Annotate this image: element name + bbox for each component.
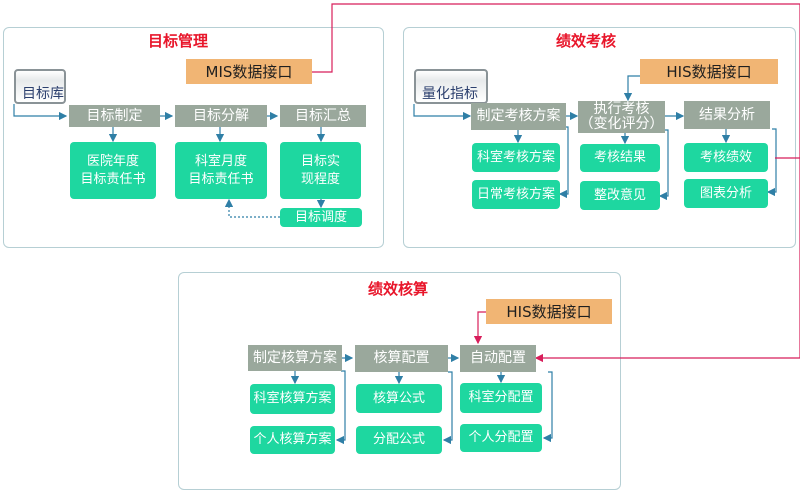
result-analysis-step: 结果分析 [684, 101, 770, 129]
performance-appraisal-title: 绩效考核 [556, 32, 617, 50]
allocation-formula: 分配公式 [356, 426, 442, 454]
arrow-db-to-plan [413, 104, 472, 121]
personal-allocation-config: 个人分配置 [460, 424, 542, 452]
link-hub-to-auto-config [534, 158, 800, 363]
arrow-config-to-allocation [442, 371, 453, 445]
department-allocation-config: 科室分配置 [460, 383, 542, 413]
appraisal-result: 考核结果 [580, 144, 660, 172]
execute-appraisal-step: 执行考核 （变化评分） [578, 101, 665, 133]
target-management-title: 目标管理 [148, 32, 209, 50]
make-accounting-plan-step: 制定核算方案 [248, 345, 342, 371]
accounting-config-step: 核算配置 [355, 345, 448, 372]
goal-summary-step: 目标汇总 [280, 105, 366, 127]
link-mis-to-hub [312, 3, 800, 159]
goal-decomposition-step: 目标分解 [175, 105, 267, 127]
hospital-annual-responsibility-book: 医院年度 目标责任书 [70, 142, 156, 199]
his-interface-box-appraisal: HIS数据接口 [640, 59, 778, 84]
arrow-db-to-goal-setting [13, 104, 68, 121]
arrow-auto-to-personal [542, 371, 553, 443]
his-interface-box-accounting: HIS数据接口 [486, 299, 612, 324]
quantitative-indicator-db-icon: 量化指标 [414, 69, 488, 104]
mis-interface-box: MIS数据接口 [186, 59, 312, 84]
arrow-analysis-to-chart [766, 128, 777, 197]
goal-setting-step: 目标制定 [69, 105, 160, 127]
target-library-label: 目标库 [22, 86, 64, 102]
department-appraisal-plan: 科室考核方案 [472, 143, 560, 172]
personal-accounting-plan: 个人核算方案 [250, 426, 335, 454]
rectification-opinion: 整改意见 [580, 181, 660, 210]
auto-config-step: 自动配置 [460, 345, 536, 372]
arrow-adjust-back [224, 198, 280, 218]
arrow-plan-to-daily [558, 126, 569, 199]
execute-appraisal-label: 执行考核 [593, 101, 650, 118]
accounting-formula: 核算公式 [356, 384, 442, 413]
make-appraisal-plan-step: 制定考核方案 [471, 103, 566, 130]
arrow-execute-to-rectify [658, 129, 669, 201]
goal-adjustment-box: 目标调度 [280, 208, 362, 227]
performance-accounting-title: 绩效核算 [368, 280, 429, 298]
department-accounting-plan: 科室核算方案 [250, 384, 335, 414]
daily-appraisal-plan: 日常考核方案 [472, 180, 560, 209]
arrow-acc-plan-to-personal [335, 370, 346, 445]
quantitative-indicator-label: 量化指标 [422, 86, 478, 102]
appraisal-performance: 考核绩效 [684, 143, 768, 172]
department-monthly-responsibility-book: 科室月度 目标责任书 [175, 142, 267, 199]
link-his-to-auto-config [473, 311, 486, 345]
chart-analysis: 图表分析 [684, 179, 768, 208]
target-library-db-icon: 目标库 [14, 69, 66, 104]
execute-appraisal-sub-label: （变化评分） [579, 116, 664, 132]
goal-achievement-degree: 目标实 现程度 [280, 142, 361, 199]
arrow-interface-to-execute [623, 75, 640, 102]
